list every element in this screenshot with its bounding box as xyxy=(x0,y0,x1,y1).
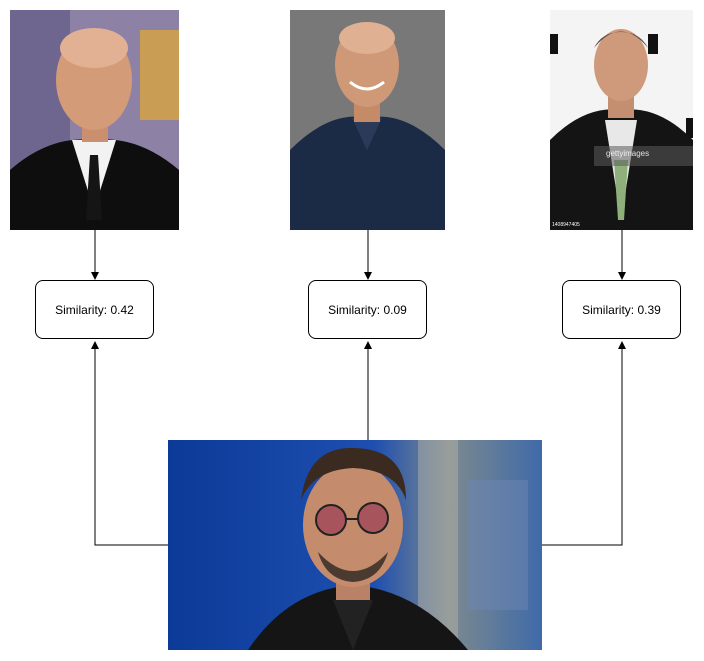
query-photo xyxy=(168,440,542,650)
similarity-label-2: Similarity: 0.09 xyxy=(328,302,407,317)
similarity-box-2: Similarity: 0.09 xyxy=(308,280,427,339)
similarity-box-1: Similarity: 0.42 xyxy=(35,280,154,339)
photo-id-text: 1408947405 xyxy=(552,222,580,228)
watermark-text: gettyimages xyxy=(606,149,650,158)
candidate-photo-2 xyxy=(290,10,445,230)
similarity-label-1: Similarity: 0.42 xyxy=(55,302,134,317)
candidate-photo-1 xyxy=(10,10,179,230)
candidate-photo-3: gettyimages 1408947405 xyxy=(550,10,693,230)
arrow-query-to-box3 xyxy=(542,341,626,546)
arrow-query-to-box1 xyxy=(91,341,168,546)
similarity-label-3: Similarity: 0.39 xyxy=(582,302,661,317)
similarity-box-3: Similarity: 0.39 xyxy=(562,280,681,339)
